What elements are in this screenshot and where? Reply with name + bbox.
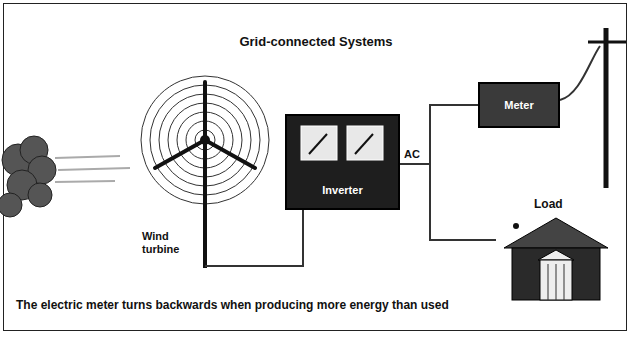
edge-label: AC xyxy=(403,148,421,160)
meter-box: Meter xyxy=(478,82,560,128)
power-wire xyxy=(400,164,496,240)
power-wire xyxy=(258,210,303,266)
diagram-title: Grid-connected Systems xyxy=(0,34,632,49)
house-drawing xyxy=(496,196,616,302)
turbine-tower xyxy=(203,140,207,268)
wind-turbine: Wind turbine xyxy=(140,60,258,276)
wire-line xyxy=(258,210,303,266)
load-label: Load xyxy=(534,198,563,212)
meter-label: Meter xyxy=(504,99,533,112)
wind-cloud xyxy=(0,136,56,217)
wire-line xyxy=(400,105,478,164)
load-house: Load xyxy=(496,196,616,302)
inverter-label: Inverter xyxy=(287,184,398,197)
service-wire xyxy=(560,46,600,100)
utility-pole xyxy=(588,28,626,188)
caption: The electric meter turns backwards when … xyxy=(16,298,449,312)
turbine-label: Wind turbine xyxy=(142,230,194,255)
wind-streaks xyxy=(55,156,130,182)
inverter-gauges xyxy=(287,120,398,180)
power-wire xyxy=(400,105,478,164)
inverter-box: Inverter xyxy=(285,114,400,210)
turbine-lead xyxy=(205,265,258,267)
wire-line xyxy=(400,164,496,240)
